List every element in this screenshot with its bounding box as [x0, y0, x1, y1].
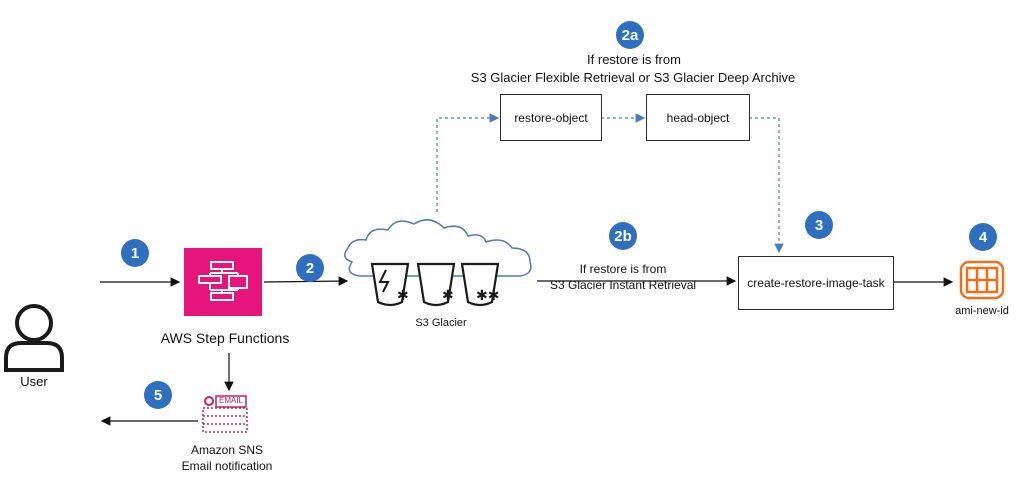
dotted-arrow-head-to-create-restore [749, 117, 784, 254]
step-badge-4: 4 [969, 223, 997, 251]
restore-object-box: restore-object [500, 94, 602, 141]
ami-icon [959, 260, 1005, 300]
s3-glacier-label: S3 Glacier [415, 317, 467, 329]
s3-glacier-icon: ✱ ✱ ✱✱ [344, 219, 532, 307]
sns-email-tag: EMAIL [219, 396, 244, 405]
create-restore-image-task-box: create-restore-image-task [738, 256, 894, 310]
condition-2b-line2: S3 Glacier Instant Retrieval [549, 278, 697, 292]
svg-text:✱✱: ✱✱ [476, 288, 499, 304]
condition-2b-line1: If restore is from [579, 262, 667, 276]
head-object-box: head-object [646, 94, 750, 141]
step-badge-1: 1 [121, 239, 149, 267]
step-badge-3: 3 [805, 211, 833, 239]
svg-text:✱: ✱ [442, 288, 454, 304]
condition-2a-line1: If restore is from [587, 52, 681, 67]
user-icon [4, 304, 64, 372]
dotted-arrow-glacier-to-restore-object [436, 113, 500, 212]
step-badge-2: 2 [296, 254, 324, 282]
sns-email-icon [202, 395, 248, 433]
sns-label-line2: Email notification [181, 459, 273, 473]
condition-2a-line2: S3 Glacier Flexible Retrieval or S3 Glac… [470, 70, 796, 85]
step-functions-icon [184, 248, 262, 316]
svg-text:✱: ✱ [397, 288, 409, 304]
step-functions-label: AWS Step Functions [160, 330, 290, 346]
ami-label: ami-new-id [955, 305, 1009, 317]
step-badge-2a: 2a [616, 21, 644, 49]
step-badge-2b: 2b [609, 222, 637, 250]
sns-label-line1: Amazon SNS [190, 443, 264, 457]
user-label: User [20, 374, 48, 389]
step-badge-5: 5 [144, 381, 172, 409]
